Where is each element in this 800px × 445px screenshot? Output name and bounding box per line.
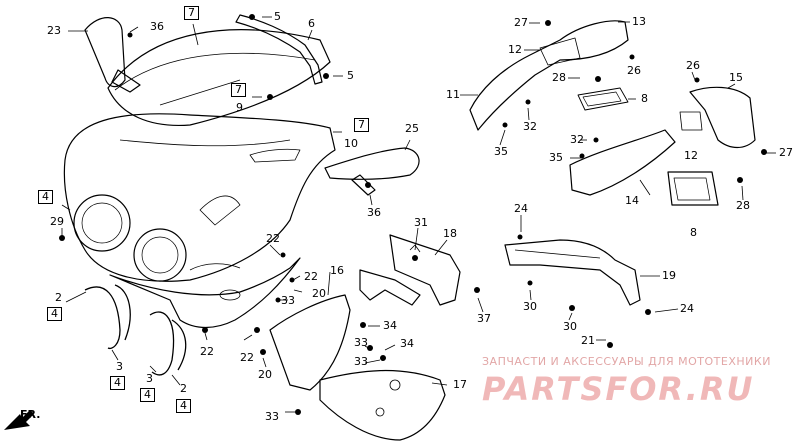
- cowl-stay-bracket: [359, 234, 461, 306]
- callout-32: 32: [570, 133, 584, 146]
- callout-28: 28: [736, 199, 750, 212]
- callout-33: 33: [354, 336, 368, 349]
- inner-panel: [269, 294, 446, 441]
- callout-7-boxed: 7: [184, 6, 199, 20]
- callout-4-boxed: 4: [140, 388, 155, 402]
- callout-27: 27: [514, 16, 528, 29]
- mirror-left: [84, 17, 141, 93]
- callout-34: 34: [400, 337, 414, 350]
- callout-22: 22: [266, 232, 280, 245]
- callout-37: 37: [477, 312, 491, 325]
- callout-3: 3: [146, 372, 153, 385]
- callout-25: 25: [405, 122, 419, 135]
- callout-24: 24: [514, 202, 528, 215]
- windscreen: [107, 29, 331, 127]
- callout-28: 28: [552, 71, 566, 84]
- callout-21: 21: [581, 334, 595, 347]
- headlight-stay: [504, 239, 641, 306]
- watermark-caption: ЗАПЧАСТИ И АКСЕССУАРЫ ДЛЯ МОТОТЕХНИКИ: [482, 355, 771, 368]
- front-direction-arrow: [4, 410, 34, 430]
- callout-5: 5: [274, 10, 281, 23]
- front-direction-label: FR.: [20, 408, 41, 421]
- callout-24: 24: [680, 302, 694, 315]
- callout-8: 8: [690, 226, 697, 239]
- callout-22: 22: [304, 270, 318, 283]
- callout-15: 15: [729, 71, 743, 84]
- callout-30: 30: [563, 320, 577, 333]
- callout-33: 33: [281, 294, 295, 307]
- callout-22: 22: [200, 345, 214, 358]
- callout-29: 29: [50, 215, 64, 228]
- callout-31: 31: [414, 216, 428, 229]
- leader-lines: [61, 16, 776, 413]
- callout-12: 12: [684, 149, 698, 162]
- callout-26: 26: [627, 64, 641, 77]
- callout-27: 27: [779, 146, 793, 159]
- callout-2: 2: [180, 382, 187, 395]
- callout-5: 5: [347, 69, 354, 82]
- callout-20: 20: [312, 287, 326, 300]
- insulator-rings: [84, 284, 187, 376]
- callout-10: 10: [344, 137, 358, 150]
- callout-23: 23: [47, 24, 61, 37]
- callout-33: 33: [265, 410, 279, 423]
- duct-assembly-lower: [569, 86, 756, 206]
- callout-3: 3: [116, 360, 123, 373]
- callout-4-boxed: 4: [110, 376, 125, 390]
- windscreen-molding: [235, 14, 323, 85]
- callout-4-boxed: 4: [38, 190, 53, 204]
- duct-assembly-upper: [469, 20, 629, 131]
- callout-16: 16: [330, 264, 344, 277]
- callout-26: 26: [686, 59, 700, 72]
- upper-cowl: [63, 113, 336, 282]
- callout-4-boxed: 4: [176, 399, 191, 413]
- callout-9: 9: [236, 101, 243, 114]
- callout-22: 22: [240, 351, 254, 364]
- callout-33: 33: [354, 355, 368, 368]
- callout-35: 35: [549, 151, 563, 164]
- callout-11: 11: [446, 88, 460, 101]
- callout-34: 34: [383, 319, 397, 332]
- callout-6: 6: [308, 17, 315, 30]
- callout-7-boxed: 7: [354, 118, 369, 132]
- callout-14: 14: [625, 194, 639, 207]
- callout-30: 30: [523, 300, 537, 313]
- callout-18: 18: [443, 227, 457, 240]
- lower-cowl: [109, 257, 301, 329]
- headlights: [73, 194, 187, 282]
- callout-13: 13: [632, 15, 646, 28]
- callout-2: 2: [55, 291, 62, 304]
- mirror-right: [324, 147, 420, 196]
- watermark-logo: PARTSFOR.RU: [482, 370, 755, 408]
- callout-20: 20: [258, 368, 272, 381]
- fastener-symbols: [59, 14, 767, 415]
- callout-32: 32: [523, 120, 537, 133]
- callout-19: 19: [662, 269, 676, 282]
- callout-8: 8: [641, 92, 648, 105]
- callout-17: 17: [453, 378, 467, 391]
- callout-36: 36: [367, 206, 381, 219]
- callout-4-boxed: 4: [47, 307, 62, 321]
- callout-7-boxed: 7: [231, 83, 246, 97]
- callout-35: 35: [494, 145, 508, 158]
- callout-12: 12: [508, 43, 522, 56]
- callout-36: 36: [150, 20, 164, 33]
